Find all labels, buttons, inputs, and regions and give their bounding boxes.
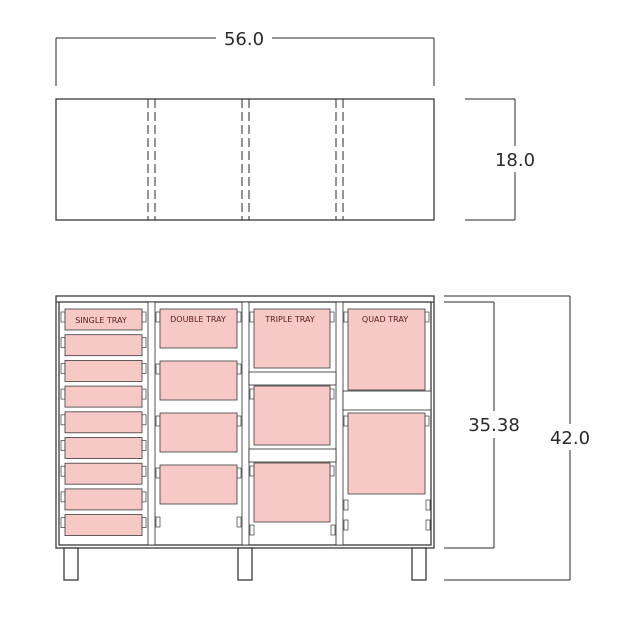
runner — [60, 311, 66, 323]
runner — [329, 465, 335, 477]
column-label-single-tray: SINGLE TRAY — [75, 316, 127, 325]
runner — [329, 311, 335, 323]
runner — [329, 388, 335, 400]
runner — [343, 415, 349, 427]
trays — [64, 308, 426, 536]
runner — [155, 467, 161, 479]
depth-label: 18.0 — [495, 150, 535, 171]
column-label-double-tray: DOUBLE TRAY — [170, 315, 226, 324]
runner — [141, 491, 147, 503]
tray-3-1 — [253, 308, 331, 369]
runner — [141, 337, 147, 349]
runner — [60, 414, 66, 426]
tray-1-4 — [64, 385, 143, 408]
tray-4-1 — [347, 308, 426, 391]
tray-1-5 — [64, 411, 143, 434]
runner — [60, 440, 66, 451]
front-elevation: SINGLE TRAY DOUBLE TRAY TRIPLE TRAY QUAD… — [55, 295, 435, 581]
runner — [425, 499, 431, 511]
runner — [60, 388, 66, 400]
tray-2-2 — [159, 360, 238, 401]
runner — [155, 516, 161, 528]
runner — [249, 465, 255, 477]
fixed-shelves — [248, 371, 432, 463]
width-dimension: 56.0 — [55, 29, 435, 86]
column-label-triple-tray: TRIPLE TRAY — [264, 315, 315, 324]
tray-3-3 — [253, 462, 331, 523]
column-label-quad-tray: QUAD TRAY — [362, 315, 408, 324]
runner — [343, 311, 349, 323]
inner-height-label: 35.38 — [468, 415, 520, 436]
tray-1-1 — [64, 308, 143, 331]
total-height-label: 42.0 — [550, 428, 590, 449]
runner — [424, 311, 430, 323]
runner — [249, 311, 255, 323]
runner — [425, 519, 431, 531]
tray-1-8 — [64, 488, 143, 511]
runner — [424, 415, 430, 427]
runner — [330, 524, 336, 536]
runner — [141, 311, 147, 323]
tray-1-9 — [64, 514, 143, 536]
tray-1-7 — [64, 462, 143, 485]
runner — [155, 311, 161, 323]
runner — [343, 519, 349, 531]
partitions — [147, 301, 344, 546]
runner — [60, 517, 66, 528]
runner — [236, 467, 242, 479]
hidden-partition-lines — [147, 99, 344, 220]
tray-2-3 — [159, 412, 238, 453]
runner — [141, 388, 147, 400]
tray-2-4 — [159, 464, 238, 505]
runner — [141, 465, 147, 477]
runner — [141, 363, 147, 374]
total-height-dimension: 42.0 — [444, 295, 590, 581]
runner — [236, 415, 242, 427]
tray-1-2 — [64, 334, 143, 357]
runner — [155, 415, 161, 427]
tray-1-6 — [64, 437, 143, 459]
runner — [236, 363, 242, 375]
runner — [236, 516, 242, 528]
tray-3-2 — [253, 385, 331, 446]
runner — [343, 499, 349, 511]
runner — [141, 517, 147, 528]
tray-4-2 — [347, 412, 426, 495]
inner-height-dimension: 35.38 — [444, 301, 520, 549]
depth-dimension: 18.0 — [465, 98, 535, 221]
runner — [249, 524, 255, 536]
runner — [236, 311, 242, 323]
runner — [155, 363, 161, 375]
runner — [141, 414, 147, 426]
tray-runners — [60, 311, 431, 536]
runner — [60, 465, 66, 477]
top-view — [55, 98, 435, 221]
legs — [63, 547, 427, 581]
width-label: 56.0 — [224, 29, 264, 50]
runner — [249, 388, 255, 400]
runner — [60, 337, 66, 349]
runner — [141, 440, 147, 451]
runner — [60, 363, 66, 374]
runner — [60, 491, 66, 503]
tray-1-3 — [64, 359, 143, 382]
tray-2-1 — [159, 308, 238, 349]
